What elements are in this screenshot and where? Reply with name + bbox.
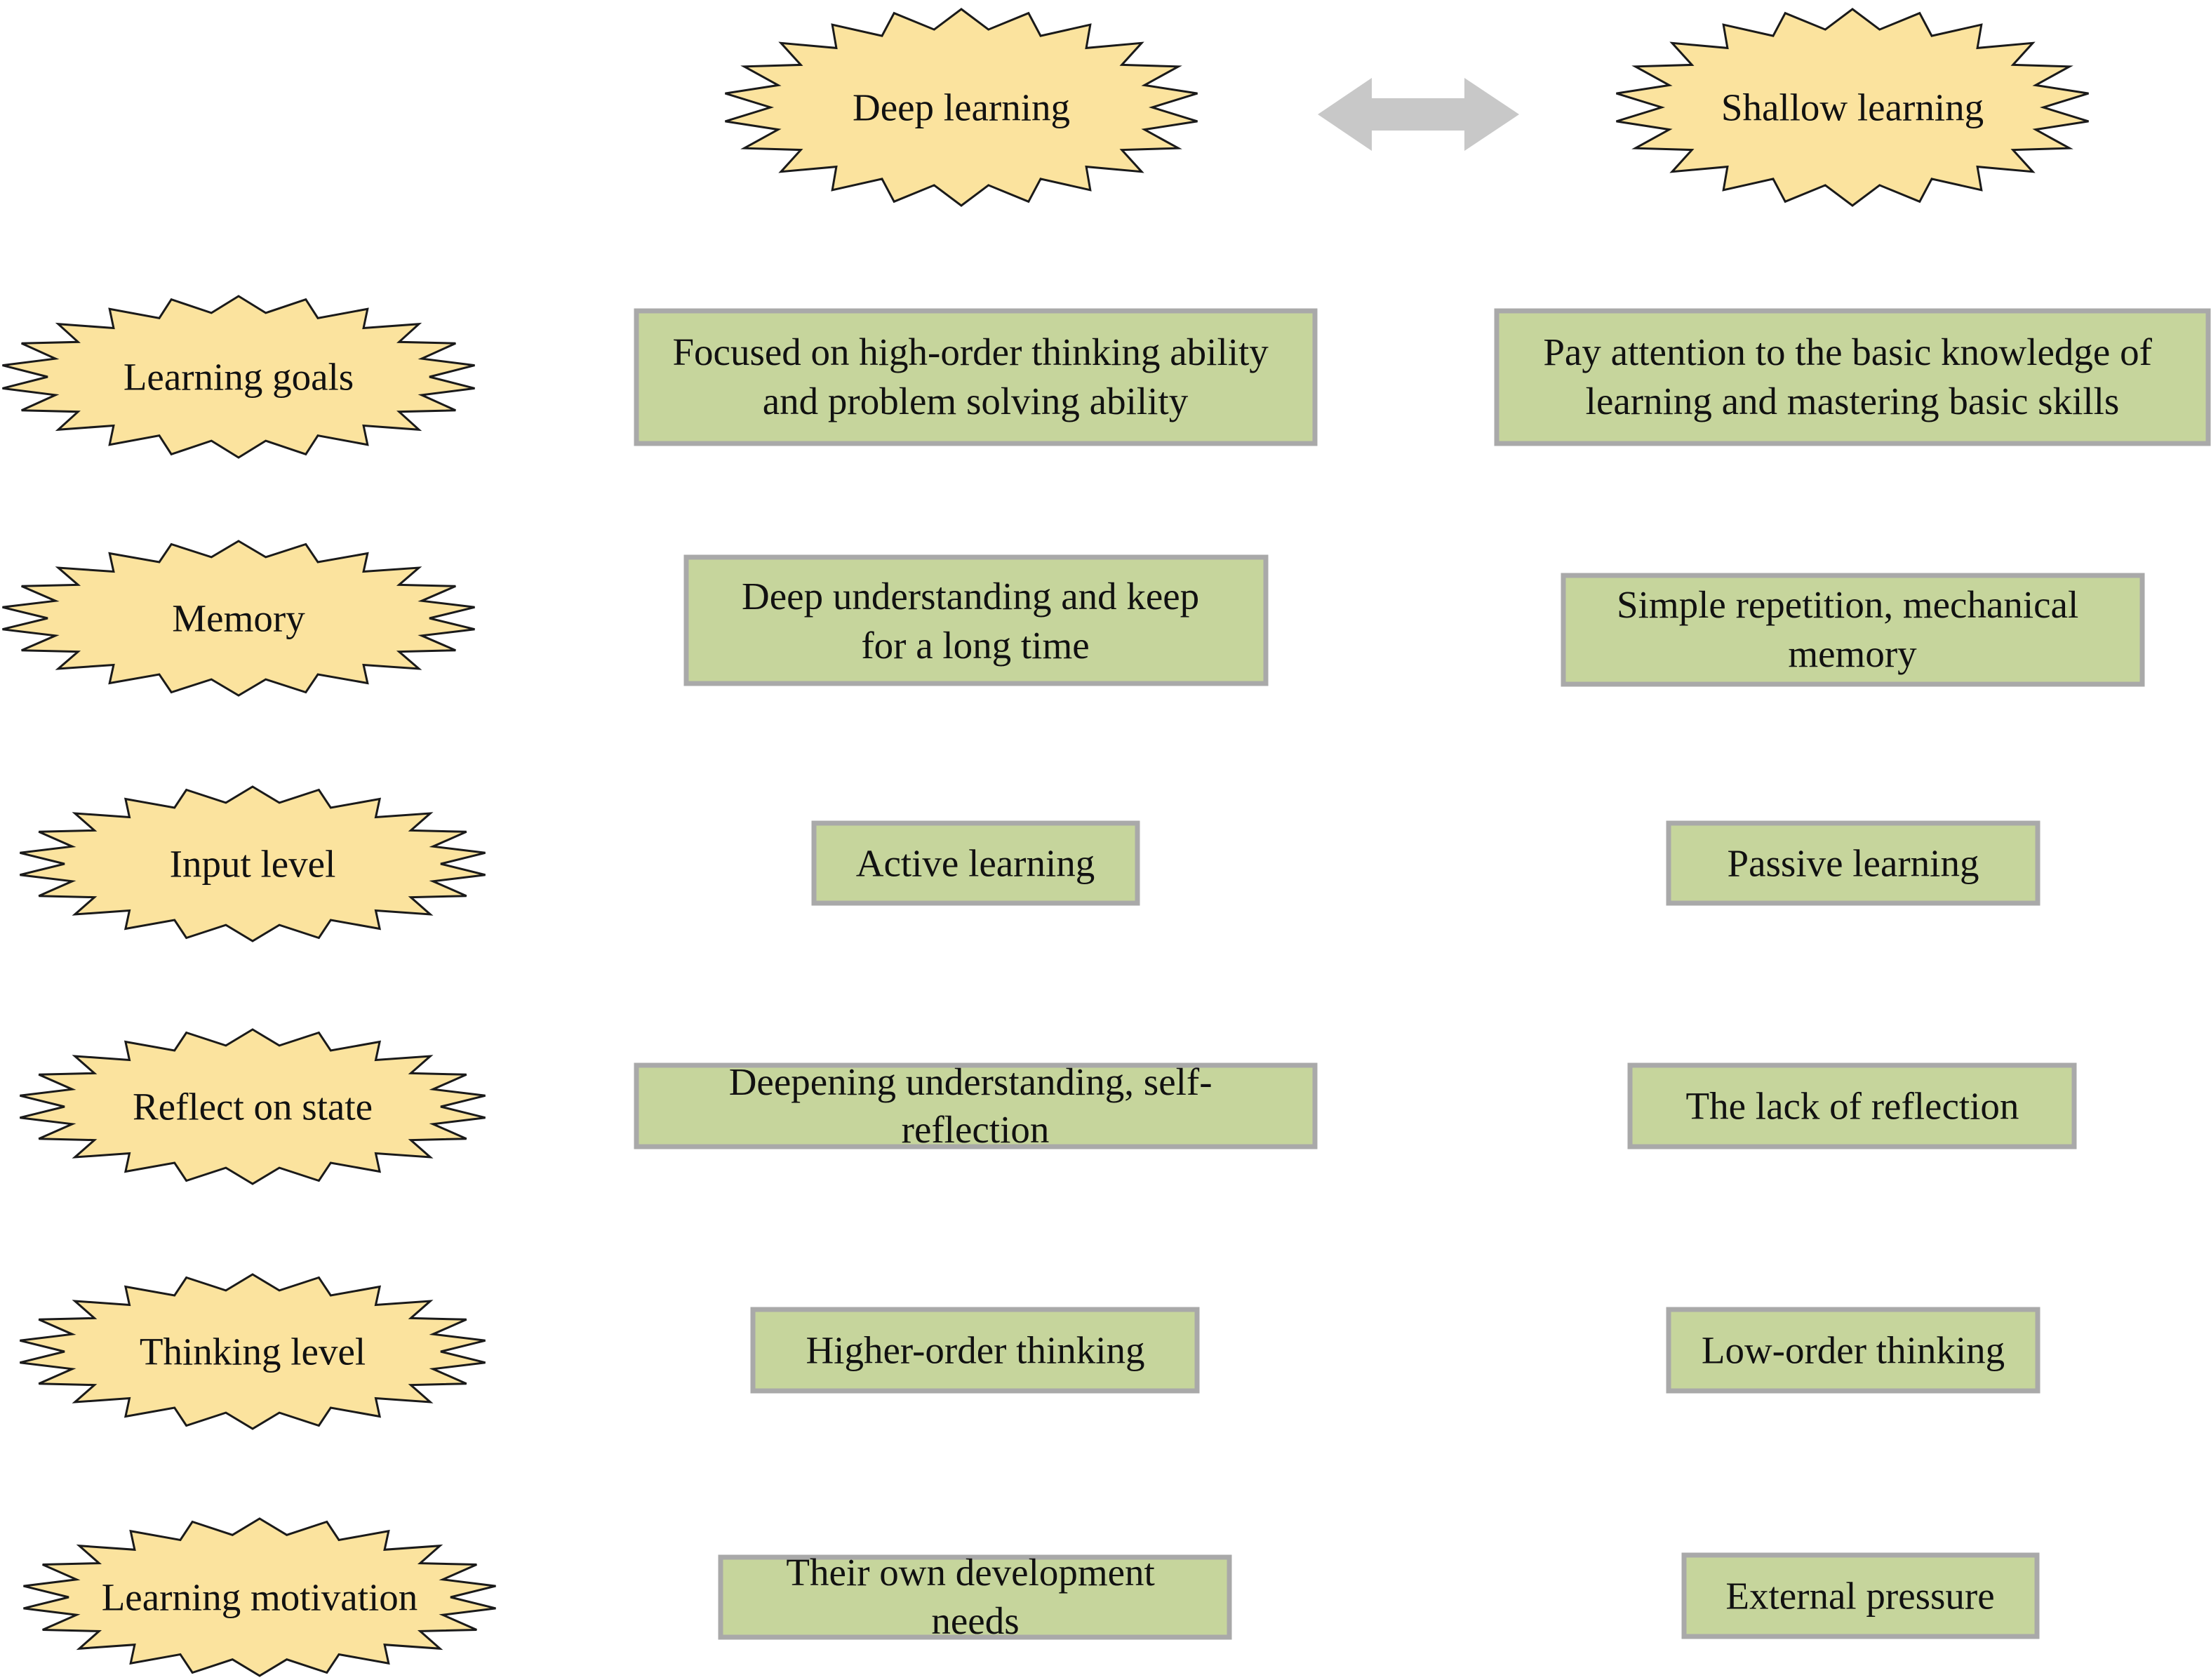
header-shallow-learning: Shallow learning <box>1616 8 2089 207</box>
deep-box <box>750 1307 1200 1394</box>
double-arrow-icon <box>1318 78 1519 151</box>
deep-text: Deep understanding and keep for a long t… <box>742 575 1209 667</box>
category-label: Reflect on state <box>133 1086 373 1128</box>
shallow-text: Simple repetition, mechanical memory <box>1617 583 2088 675</box>
shallow-box <box>1561 573 2145 687</box>
burst-shape <box>1616 8 2089 207</box>
burst-shape <box>20 1028 486 1185</box>
category-label: Input level <box>170 843 336 886</box>
deep-box <box>634 1062 1318 1149</box>
shallow-box <box>1627 1062 2077 1149</box>
shallow-box <box>1681 1552 2040 1639</box>
deep-text: Higher-order thinking <box>806 1329 1144 1372</box>
row-thinking-level: Thinking level Higher-order thinking Low… <box>20 1273 2040 1430</box>
burst-shape <box>20 785 486 942</box>
deep-text: Deepening understanding, self- reflectio… <box>729 1060 1222 1151</box>
deep-box <box>718 1554 1232 1640</box>
shallow-text: Pay attention to the basic knowledge of … <box>1543 331 2161 422</box>
deep-text: Focused on high-order thinking ability a… <box>672 331 1278 422</box>
shallow-text: Low-order thinking <box>1702 1329 2005 1372</box>
shallow-text: External pressure <box>1725 1575 1994 1618</box>
header-deep-learning: Deep learning <box>725 8 1198 207</box>
deep-text: Active learning <box>856 842 1095 885</box>
row-memory: Memory Deep understanding and keep for a… <box>2 540 2145 697</box>
burst-shape <box>2 540 475 697</box>
deep-box <box>634 308 1318 446</box>
shallow-text: The lack of reflection <box>1686 1085 2019 1128</box>
shallow-box <box>1666 820 2040 906</box>
burst-shape <box>20 1273 486 1430</box>
category-label: Learning motivation <box>102 1576 418 1619</box>
deep-box <box>683 554 1269 686</box>
burst-shape <box>23 1517 496 1677</box>
category-label: Learning goals <box>123 356 354 399</box>
burst-shape <box>725 8 1198 207</box>
burst-shape <box>2 295 475 459</box>
category-label: Thinking level <box>140 1331 366 1373</box>
deep-text: Their own development needs <box>786 1551 1164 1642</box>
shallow-box <box>1494 308 2211 446</box>
row-learning-goals: Learning goals Focused on high-order thi… <box>2 295 2211 459</box>
shallow-box <box>1666 1307 2040 1394</box>
row-input-level: Input level Active learning Passive lear… <box>20 785 2040 942</box>
row-learning-motivation: Learning motivation Their own developmen… <box>23 1517 2040 1677</box>
deep-box <box>811 820 1140 906</box>
category-label: Memory <box>172 597 305 640</box>
row-reflect-on-state: Reflect on state Deepening understanding… <box>20 1028 2077 1185</box>
header-deep-label: Deep learning <box>853 86 1070 129</box>
shallow-text: Passive learning <box>1728 842 1979 885</box>
header-shallow-label: Shallow learning <box>1721 86 1984 129</box>
